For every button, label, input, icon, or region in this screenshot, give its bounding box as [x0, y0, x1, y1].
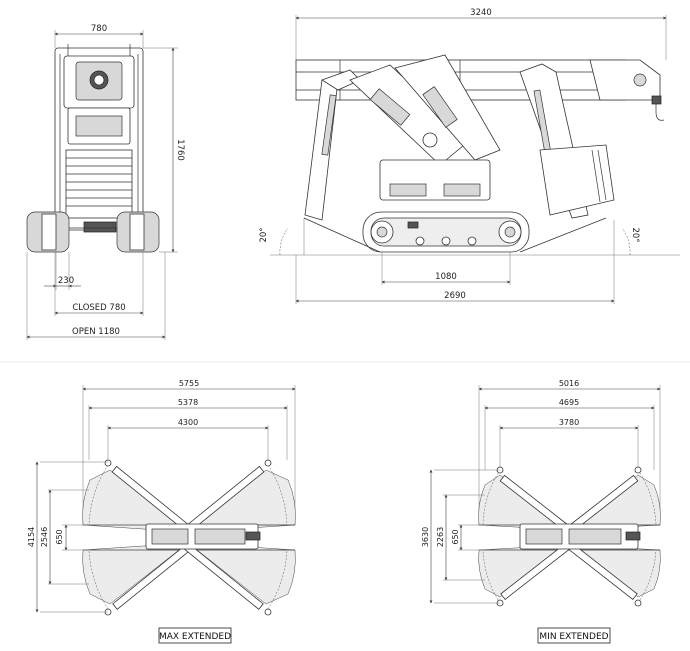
- max-inner-width-label: 4300: [178, 418, 198, 427]
- crane-boom: [295, 59, 665, 121]
- max-extended-caption-box: [158, 627, 232, 644]
- front-height-label: 1760: [175, 139, 185, 161]
- max-inner-height-label: 650: [55, 529, 64, 544]
- min-extended-view: 5016 4695 3780: [421, 379, 661, 644]
- max-outrigger-legs: [104, 459, 272, 616]
- crawler-track: [362, 211, 530, 253]
- min-inner-width-label: 3780: [559, 418, 579, 427]
- min-extended-caption: MIN EXTENDED: [539, 632, 608, 642]
- max-outer-width-label: 5755: [179, 379, 199, 388]
- max-outer-height-label: 4154: [27, 527, 36, 547]
- angle-left-label: 20°: [259, 227, 269, 242]
- front-view-machine-body: [54, 44, 144, 233]
- min-machine-body-top: [519, 523, 641, 550]
- min-inner-height-label: 650: [451, 529, 460, 544]
- min-extended-caption-box: [537, 627, 611, 644]
- max-mid-height-label: 2546: [40, 527, 49, 547]
- open-width-label: OPEN 1180: [72, 327, 120, 337]
- max-extended-view: 5755 5378 4300: [27, 379, 296, 644]
- overall-length-label: 3240: [470, 8, 492, 18]
- side-view: 3240: [259, 8, 680, 304]
- front-width-label: 780: [91, 24, 107, 34]
- main-arm: [349, 54, 501, 166]
- tread-length-label: 1080: [435, 272, 457, 282]
- min-outer-height-label: 3630: [421, 527, 430, 547]
- closed-width-label: CLOSED 780: [72, 303, 125, 313]
- max-machine-body-top: [145, 523, 261, 550]
- min-mid-height-label: 2263: [436, 527, 445, 547]
- machine-body: [379, 144, 615, 216]
- hook-icon: [655, 102, 665, 121]
- outrigger-left: [304, 69, 361, 221]
- max-mid-width-label: 5378: [178, 398, 198, 407]
- min-mid-width-label: 4695: [559, 398, 579, 407]
- front-view-tracks: [26, 211, 160, 253]
- angle-right-label: 20°: [630, 227, 640, 242]
- ground-lines: [270, 217, 680, 256]
- front-view: 780 1760 230 CLOSED 780 OPEN 1180: [26, 24, 185, 340]
- track-width-label: 230: [58, 276, 74, 286]
- base-length-label: 2690: [444, 291, 466, 301]
- min-outer-width-label: 5016: [559, 379, 579, 388]
- max-extended-caption: MAX EXTENDED: [159, 632, 231, 642]
